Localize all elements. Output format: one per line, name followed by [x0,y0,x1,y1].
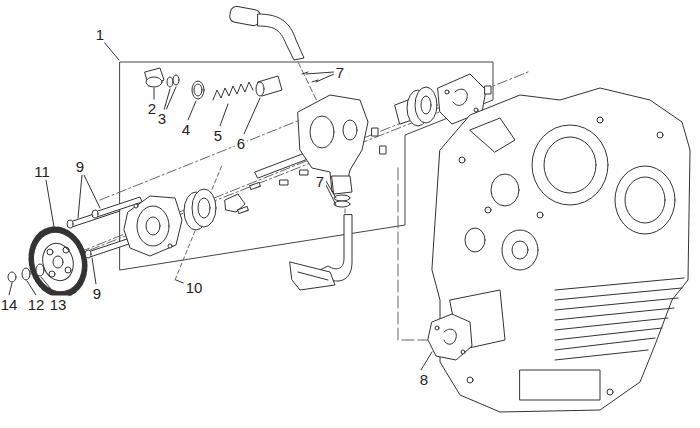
callout-number: 6 [235,135,247,152]
callout-number: 8 [418,371,430,388]
relief-valve-parts [145,68,282,100]
callout-number: 3 [156,110,168,127]
cover-plate [428,314,472,360]
callout-number: 5 [212,127,224,144]
washer [22,268,30,280]
callout-number: 11 [32,163,52,180]
callout-number: 7 [314,173,326,190]
callout-number: 10 [184,279,205,296]
washer [36,264,44,276]
callout-number: 7 [334,64,346,81]
callout-number: 9 [74,158,86,175]
leader-lines [9,72,432,370]
callout-number: 4 [180,121,192,138]
pump-rotor [395,87,437,126]
axis-line [100,108,330,200]
pump-body [298,72,368,207]
drive-gear [24,223,91,300]
pump-cover [124,196,182,256]
oil-hose [229,6,304,60]
crankcase [432,88,690,412]
leader-line [104,42,119,60]
callout-number: 9 [91,285,103,302]
oil-pickup [290,215,352,290]
axis-line [175,165,222,280]
callout-number: 14 [0,296,19,313]
nut [8,272,16,282]
callout-number: 1 [94,26,106,43]
callout-number: 12 [26,296,47,313]
callout-number: 13 [48,296,69,313]
pump-rotor [184,189,245,230]
axis-line [398,168,430,340]
